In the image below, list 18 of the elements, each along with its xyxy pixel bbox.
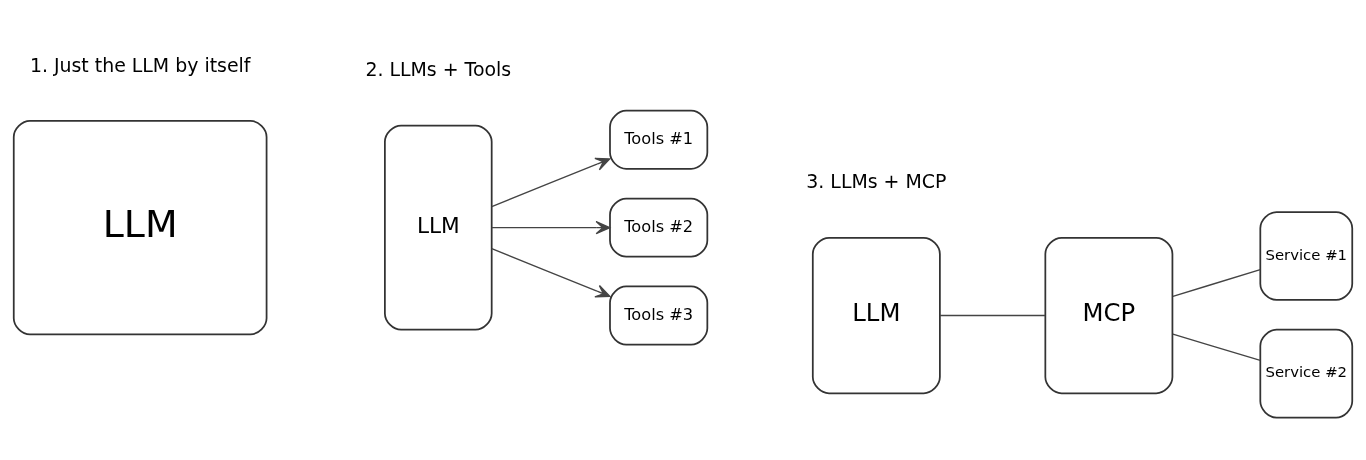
connector	[1172, 333, 1261, 361]
arrow	[491, 248, 611, 298]
node-box: Tools #2	[609, 197, 709, 258]
node-box: LLM	[384, 124, 493, 331]
node-box: Tools #1	[609, 109, 709, 170]
node-box: Tools #3	[609, 285, 709, 346]
node-box: LLM	[12, 119, 268, 336]
connector	[1172, 269, 1261, 298]
node-box: MCP	[1044, 236, 1174, 395]
label: 1. Just the LLM by itself	[29, 53, 251, 76]
label: 2. LLMs + Tools	[365, 57, 512, 80]
node-box: LLM	[811, 236, 941, 395]
node-box: Service #2	[1259, 328, 1354, 419]
connector	[939, 314, 1046, 317]
label: 3. LLMs + MCP	[806, 170, 947, 193]
node-box: Service #1	[1259, 211, 1354, 301]
arrow	[491, 220, 611, 235]
arrow	[491, 157, 611, 208]
